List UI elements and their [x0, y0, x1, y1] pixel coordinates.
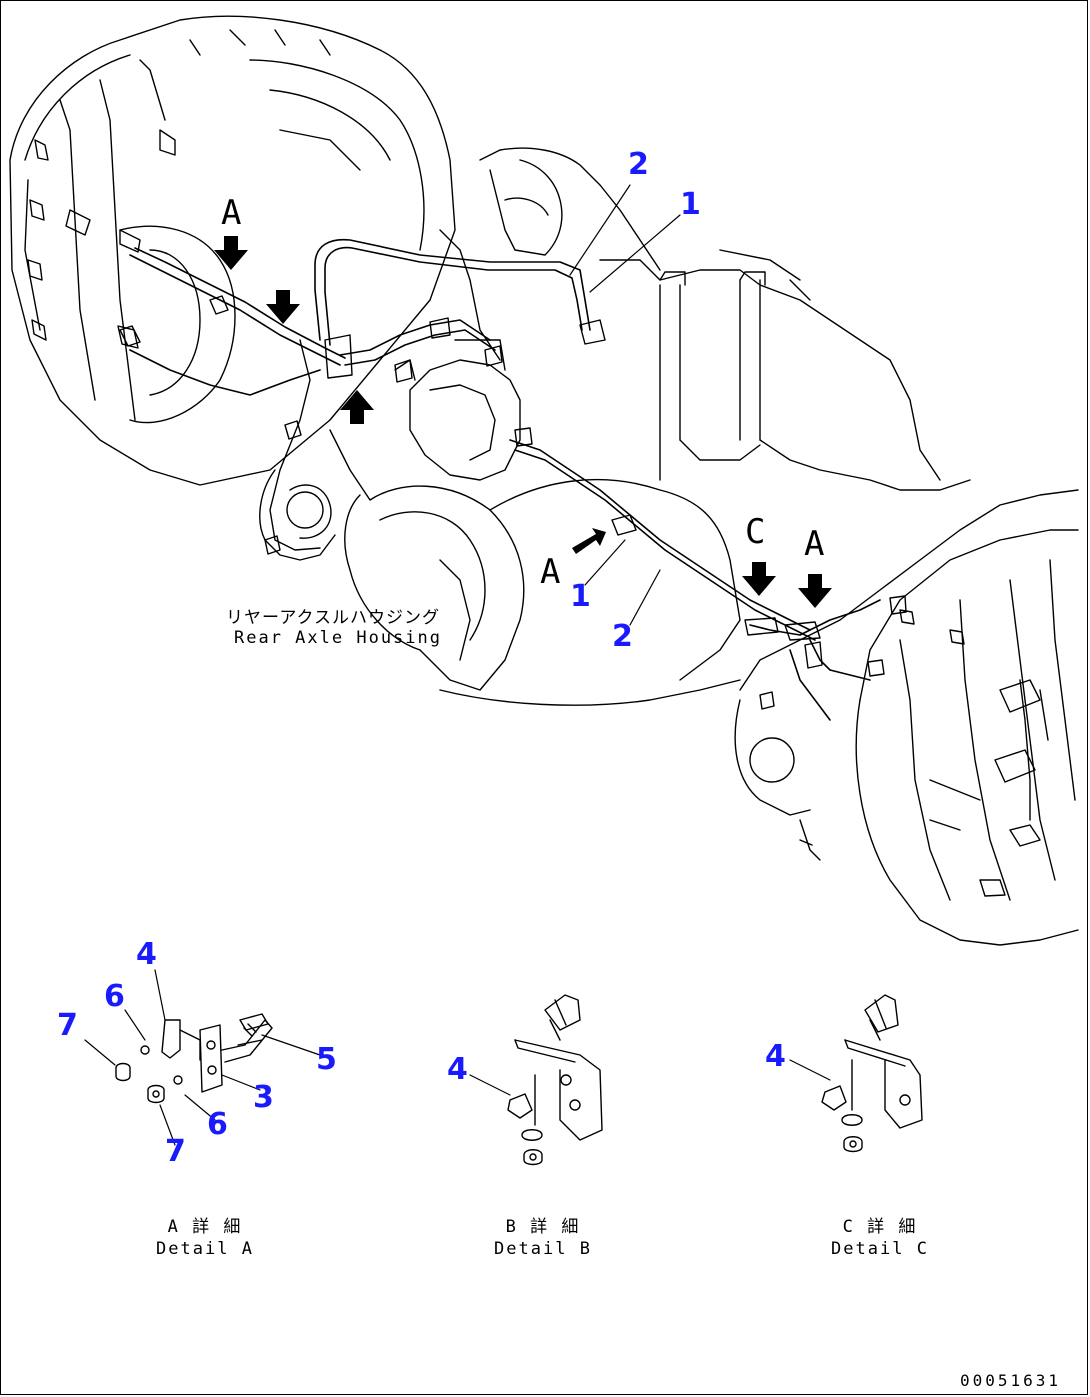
- detail-a-title-en: Detail A: [156, 1239, 254, 1259]
- callout-1-mid: 1: [570, 579, 591, 614]
- detail-c-title-jp: C 詳 細: [842, 1217, 918, 1237]
- differential-housing: [259, 147, 971, 706]
- callout-2-top: 2: [628, 147, 649, 182]
- detail-b-exploded: [507, 994, 603, 1166]
- detail-a-callout-7-bottom: 7: [165, 1134, 186, 1169]
- detail-c-title-en: Detail C: [831, 1239, 929, 1259]
- left-hub-housing: [9, 15, 456, 551]
- pipe-fittings: [119, 295, 907, 710]
- right-hub-housing: [734, 489, 1079, 946]
- detail-a-callout-4: 4: [136, 937, 157, 972]
- view-letter-a-top: A: [221, 193, 242, 233]
- drawing-number: 00051631: [960, 1371, 1062, 1390]
- housing-label-jp: リヤーアクスルハウジング: [226, 608, 440, 628]
- detail-b-caption: B 詳 細 Detail B: [468, 1216, 618, 1260]
- view-letter-a-mid: A: [540, 552, 561, 592]
- detail-a-callout-3: 3: [253, 1080, 274, 1115]
- detail-b-callout-4: 4: [447, 1052, 468, 1087]
- detail-b-title-jp: B 詳 細: [505, 1217, 581, 1237]
- leader-lines: [84, 184, 831, 1146]
- detail-c-callout-4: 4: [765, 1039, 786, 1074]
- view-letter-c-right: C: [745, 512, 766, 552]
- view-letter-a-right: A: [804, 524, 825, 564]
- detail-a-callout-6-bottom: 6: [207, 1107, 228, 1142]
- detail-a-title-jp: A 詳 細: [167, 1217, 243, 1237]
- callout-1-top: 1: [680, 187, 701, 222]
- housing-label-en: Rear Axle Housing: [234, 628, 442, 648]
- detail-a-exploded: [115, 1013, 273, 1104]
- detail-c-exploded: [821, 994, 923, 1153]
- detail-a-caption: A 詳 細 Detail A: [130, 1216, 280, 1260]
- view-arrows: [214, 236, 832, 608]
- callout-2-mid: 2: [612, 619, 633, 654]
- detail-a-callout-7-top: 7: [57, 1008, 78, 1043]
- detail-a-callout-6-top: 6: [104, 979, 125, 1014]
- detail-c-caption: C 詳 細 Detail C: [805, 1216, 955, 1260]
- detail-b-title-en: Detail B: [494, 1239, 592, 1259]
- detail-a-callout-5: 5: [316, 1042, 337, 1077]
